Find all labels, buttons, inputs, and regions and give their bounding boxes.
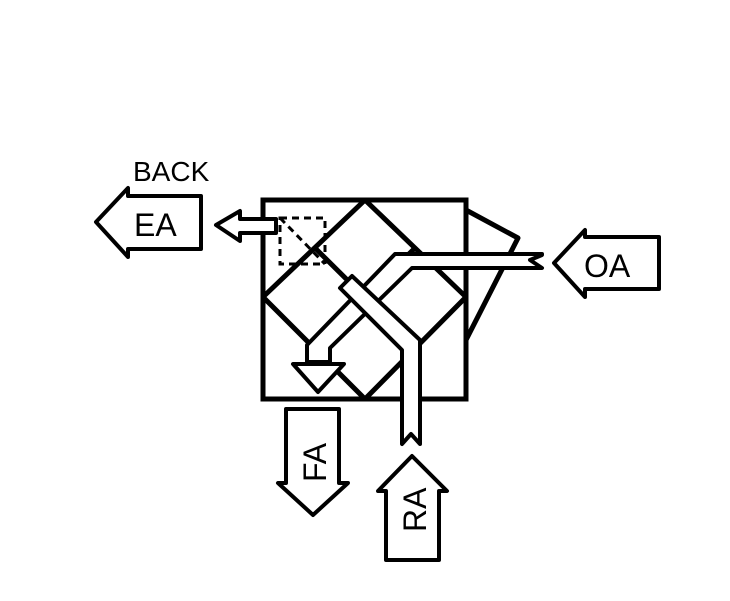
ra-label: RA <box>397 487 433 532</box>
back-label: BACK <box>133 156 210 187</box>
oa-label: OA <box>584 248 631 284</box>
fan-inlet-shape <box>463 207 521 343</box>
exhaust-flow-arrow <box>214 209 278 243</box>
fa-arrow <box>276 407 350 517</box>
ea-label: EA <box>134 207 177 243</box>
oa-arrow <box>552 228 661 299</box>
ra-arrow <box>376 454 449 562</box>
damper-dashed-diagonal <box>278 216 327 266</box>
return-air-flow-path <box>338 274 422 446</box>
damper-dashed-box <box>278 216 327 266</box>
fa-label: FA <box>297 442 333 482</box>
ea-arrow <box>94 186 203 259</box>
supply-flow-arrowhead <box>291 362 346 394</box>
